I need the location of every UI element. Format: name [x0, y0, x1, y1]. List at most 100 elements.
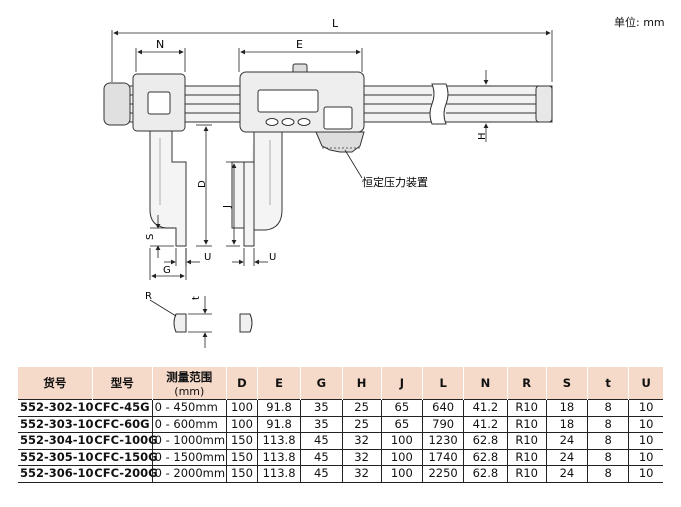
header-range-unit: (mm) — [174, 384, 205, 398]
cell-G: 45 — [300, 432, 342, 449]
dimension-D — [196, 124, 212, 247]
fixed-jaw-head — [103, 73, 186, 132]
cell-H: 32 — [341, 432, 382, 449]
cell-range: 0 - 1500mm — [151, 448, 227, 466]
cell-H: 25 — [341, 415, 382, 433]
cell-E: 91.8 — [256, 415, 301, 433]
cell-L: 2250 — [421, 465, 464, 483]
cell-D: 100 — [225, 399, 258, 416]
header-R: R — [506, 367, 547, 400]
callout-leader — [344, 149, 363, 179]
header-range-label: 测量范围 — [166, 369, 213, 384]
tip-detail — [173, 313, 253, 333]
cell-U: 10 — [628, 399, 663, 416]
label-U-moving: U — [269, 252, 276, 263]
slider-display-unit — [239, 63, 365, 133]
cell-N: 62.8 — [463, 432, 508, 449]
callout-label: 恒定压力装置 — [362, 175, 428, 189]
cell-code: 552-303-10 — [18, 415, 94, 433]
cell-D: 150 — [225, 465, 258, 483]
header-G: G — [300, 367, 342, 400]
cell-G: 45 — [300, 465, 342, 483]
cell-U: 10 — [628, 465, 663, 483]
header-L: L — [421, 367, 464, 400]
cell-range: 0 - 1000mm — [151, 432, 227, 449]
beam-break — [429, 83, 449, 125]
header-E: E — [256, 367, 301, 400]
cell-L: 1740 — [421, 448, 464, 466]
cell-H: 32 — [341, 448, 382, 466]
header-model: 型号 — [91, 367, 153, 400]
header-S: S — [545, 367, 588, 400]
cell-J: 100 — [380, 465, 423, 483]
cell-code: 552-305-10 — [18, 448, 94, 466]
table-header-row: 货号 型号 测量范围 (mm) D E G H J L N R S t U — [18, 367, 663, 400]
dimension-N — [135, 48, 186, 72]
cell-t: 8 — [587, 448, 629, 466]
cell-R: R10 — [506, 432, 547, 449]
header-H: H — [341, 367, 382, 400]
cell-range: 0 - 450mm — [151, 399, 227, 416]
label-U-fixed: U — [204, 252, 211, 263]
specification-table: 货号 型号 测量范围 (mm) D E G H J L N R S t U 55… — [18, 367, 663, 483]
label-L: L — [332, 17, 339, 30]
cell-S: 24 — [545, 448, 588, 466]
cell-model: CFC-45G — [92, 399, 153, 416]
dimension-J — [226, 161, 240, 247]
cell-E: 91.8 — [256, 399, 301, 416]
cell-G: 35 — [300, 415, 342, 433]
cell-model: CFC-100G — [92, 432, 158, 449]
cell-S: 24 — [545, 432, 588, 449]
dimension-S — [150, 215, 174, 258]
label-R: R — [145, 291, 152, 302]
cell-J: 65 — [380, 415, 423, 433]
cell-t: 8 — [587, 415, 629, 433]
cell-S: 18 — [545, 399, 588, 416]
cell-code: 552-302-10 — [18, 399, 94, 416]
unit-label: 单位: mm — [614, 16, 665, 29]
cell-R: R10 — [506, 399, 547, 416]
cell-H: 32 — [341, 465, 382, 483]
cell-t: 8 — [587, 399, 629, 416]
cell-J: 65 — [380, 399, 423, 416]
cell-code: 552-304-10 — [18, 432, 94, 449]
label-G: G — [163, 265, 171, 276]
cell-S: 24 — [545, 465, 588, 483]
label-t: t — [191, 296, 202, 300]
header-code: 货号 — [18, 367, 93, 400]
cell-L: 640 — [421, 399, 464, 416]
radius-leader — [149, 299, 177, 317]
label-H: H — [477, 132, 488, 140]
label-J: J — [222, 205, 233, 209]
cell-t: 8 — [587, 465, 629, 483]
fixed-jaw — [149, 130, 187, 247]
label-S: S — [145, 234, 156, 240]
cell-range: 0 - 600mm — [151, 415, 227, 433]
cell-N: 62.8 — [463, 465, 508, 483]
cell-code: 552-306-10 — [18, 465, 94, 483]
cell-U: 10 — [628, 415, 663, 433]
cell-S: 18 — [545, 415, 588, 433]
header-t: t — [587, 367, 629, 400]
cell-D: 100 — [225, 415, 258, 433]
cell-model: CFC-200G — [92, 465, 158, 483]
cell-H: 25 — [341, 399, 382, 416]
cell-t: 8 — [587, 432, 629, 449]
cell-R: R10 — [506, 448, 547, 466]
constant-pressure-device — [315, 131, 365, 153]
caliper-technical-drawing: L N E — [103, 17, 553, 348]
label-D: D — [197, 180, 208, 188]
beam-end-cap — [535, 85, 553, 123]
cell-E: 113.8 — [256, 432, 301, 449]
cell-J: 100 — [380, 448, 423, 466]
cell-R: R10 — [506, 465, 547, 483]
moving-jaw — [231, 131, 283, 247]
label-N: N — [156, 38, 164, 51]
cell-D: 150 — [225, 432, 258, 449]
cell-N: 62.8 — [463, 448, 508, 466]
header-J: J — [380, 367, 423, 400]
